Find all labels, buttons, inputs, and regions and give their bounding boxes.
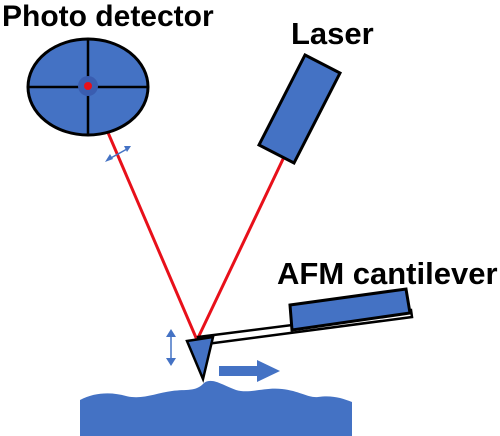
- photo-detector: [26, 37, 150, 137]
- deflection-arrow-icon: [166, 329, 176, 366]
- cantilever-chip: [288, 287, 412, 332]
- detector-shift-arrow-icon: [105, 146, 131, 162]
- laser-box: [256, 52, 343, 166]
- scan-direction-arrow-icon: [219, 360, 280, 382]
- cantilever-tip: [185, 335, 215, 384]
- afm-cantilever-label: AFM cantilever: [277, 256, 498, 291]
- sample-surface: [80, 380, 352, 436]
- laser-label: Laser: [291, 16, 374, 51]
- photo-detector-label: Photo detector: [2, 0, 214, 33]
- laser-spot-center: [84, 82, 92, 90]
